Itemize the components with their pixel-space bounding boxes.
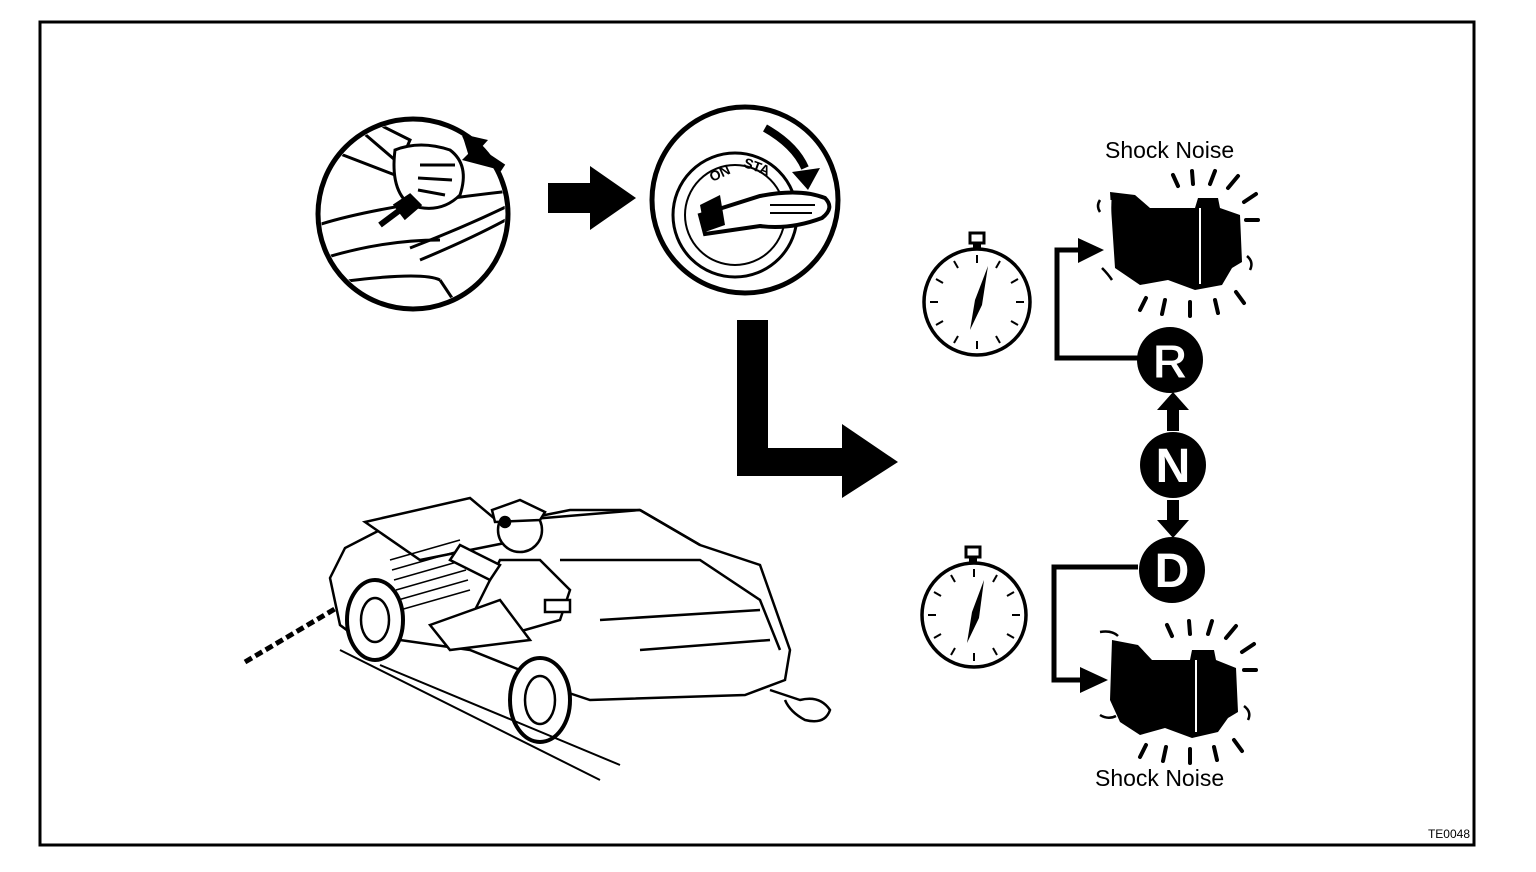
step-arrow-right [548, 166, 636, 230]
stopwatch-icon [920, 545, 1028, 669]
svg-text:R: R [1153, 336, 1188, 389]
shock-noise-top-label: Shock Noise [1105, 137, 1234, 163]
bracket-top [1054, 247, 1138, 361]
figure-code: TE0048 [1428, 827, 1470, 841]
bracket-top-arrowhead [1078, 238, 1104, 263]
shock-noise-bottom-label: Shock Noise [1095, 765, 1224, 791]
shift-d-badge: D [1139, 537, 1205, 603]
arrow-n-to-r [1157, 392, 1189, 431]
svg-text:N: N [1156, 440, 1191, 493]
big-l-arrow [737, 320, 898, 498]
car-test-scene [243, 496, 832, 781]
bracket-bottom [1051, 564, 1138, 683]
transmission-icon [1099, 619, 1258, 765]
svg-text:D: D [1155, 545, 1190, 598]
transmission-icon [1096, 169, 1260, 318]
stopwatch-icon [922, 231, 1032, 357]
bracket-bottom-arrowhead [1080, 667, 1108, 693]
shift-n-badge: N [1140, 432, 1206, 498]
ignition-key-icon: ON STA [649, 104, 841, 296]
shift-r-badge: R [1137, 327, 1203, 393]
arrow-n-to-d [1157, 500, 1189, 538]
